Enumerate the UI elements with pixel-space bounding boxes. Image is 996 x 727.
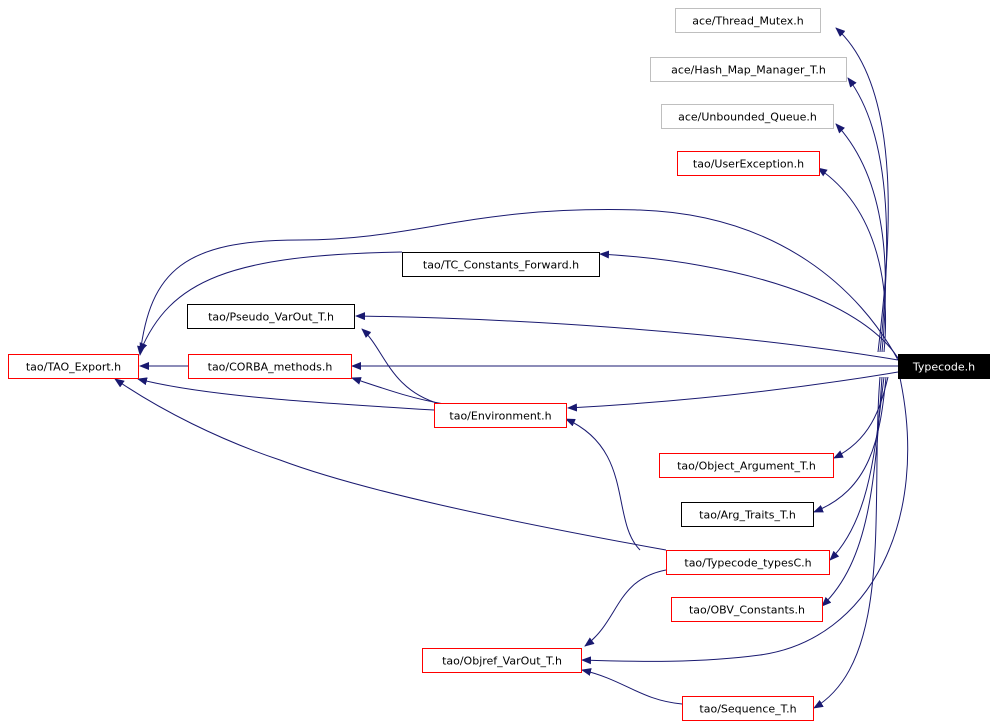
- edge-typecode-obv-constants: [821, 376, 883, 607]
- edge-sequence-t-objref-varout: [581, 668, 683, 705]
- edge-tc-constants-tao-export: [139, 251, 403, 353]
- edge-typecode-hash-map: [847, 77, 888, 353]
- node-label: ace/Unbounded_Queue.h: [678, 111, 817, 124]
- node-object-argument[interactable]: tao/Object_Argument_T.h: [659, 453, 834, 478]
- node-objref-varout[interactable]: tao/Objref_VarOut_T.h: [422, 648, 582, 673]
- node-sequence-t[interactable]: tao/Sequence_T.h: [682, 696, 814, 721]
- node-box: [681, 502, 814, 527]
- edge-typecode-pseudo-varout: [355, 312, 899, 361]
- edge-typecode-user-exception: [817, 167, 886, 353]
- node-label: ace/Thread_Mutex.h: [692, 15, 804, 28]
- edge-typecode-environment: [567, 371, 899, 412]
- node-label: tao/TAO_Export.h: [26, 361, 121, 374]
- edge-typecode-typecode-typesc: [829, 376, 885, 561]
- node-box: [666, 550, 830, 575]
- node-label: ace/Hash_Map_Manager_T.h: [671, 64, 826, 77]
- edge-typecode-objref-varout: [581, 377, 909, 665]
- node-box: [650, 57, 847, 82]
- node-label: tao/OBV_Constants.h: [689, 604, 805, 617]
- node-label: tao/CORBA_methods.h: [208, 361, 333, 374]
- node-box: [898, 354, 990, 379]
- edge-typecode-typesc-tao-export: [114, 378, 667, 551]
- node-label: tao/UserException.h: [693, 158, 804, 171]
- edge-typecode-typesc-environment: [565, 418, 641, 551]
- node-box: [671, 597, 823, 622]
- edge-typecode-unbounded-queue: [835, 123, 886, 353]
- node-label: tao/Object_Argument_T.h: [677, 460, 816, 473]
- node-box: [434, 403, 567, 428]
- node-label: tao/Sequence_T.h: [699, 703, 796, 716]
- node-thread-mutex: ace/Thread_Mutex.h: [675, 8, 821, 33]
- node-typecode-typesc[interactable]: tao/Typecode_typesC.h: [666, 550, 830, 575]
- edge-typecode-tc-constants: [599, 250, 899, 359]
- node-box: [659, 453, 834, 478]
- node-tc-constants[interactable]: tao/TC_Constants_Forward.h: [402, 252, 600, 277]
- edge-typecode-object-argument: [833, 376, 889, 459]
- node-label: tao/Environment.h: [449, 410, 551, 423]
- node-hash-map: ace/Hash_Map_Manager_T.h: [650, 57, 847, 82]
- node-box: [422, 648, 582, 673]
- edge-environment-corba-methods: [351, 377, 445, 405]
- edge-typecode-thread-mutex: [835, 27, 889, 353]
- node-label: tao/TC_Constants_Forward.h: [423, 259, 579, 272]
- edge-typecode-typesc-objref-varout: [584, 569, 667, 647]
- edges-layer: [114, 27, 909, 709]
- node-pseudo-varout[interactable]: tao/Pseudo_VarOut_T.h: [187, 304, 355, 329]
- node-box: [677, 151, 820, 176]
- node-environment[interactable]: tao/Environment.h: [434, 403, 567, 428]
- edge-typecode-sequence-t: [813, 376, 881, 709]
- node-label: tao/Arg_Traits_T.h: [699, 509, 796, 522]
- node-tao-export[interactable]: tao/TAO_Export.h: [8, 354, 139, 379]
- node-box: [682, 696, 814, 721]
- node-box: [188, 354, 352, 379]
- node-label: Typecode.h: [912, 361, 975, 374]
- node-box: [675, 8, 821, 33]
- nodes-layer: Typecode.h ace/Thread_Mutex.h ace/Hash_Map…: [8, 8, 990, 721]
- node-typecode[interactable]: Typecode.h: [898, 354, 990, 379]
- node-box: [661, 104, 834, 129]
- node-corba-methods[interactable]: tao/CORBA_methods.h: [188, 354, 352, 379]
- node-label: tao/Pseudo_VarOut_T.h: [208, 311, 334, 324]
- edge-environment-tao-export: [137, 377, 435, 411]
- node-label: tao/Objref_VarOut_T.h: [442, 655, 562, 668]
- node-user-exception[interactable]: tao/UserException.h: [677, 151, 820, 176]
- node-label: tao/Typecode_typesC.h: [684, 557, 811, 570]
- node-box: [8, 354, 139, 379]
- edge-typecode-tao-export: [137, 209, 899, 361]
- edge-typecode-arg-traits: [813, 376, 887, 513]
- edge-environment-pseudo-varout: [361, 328, 441, 405]
- node-arg-traits[interactable]: tao/Arg_Traits_T.h: [681, 502, 814, 527]
- node-box: [187, 304, 355, 329]
- node-obv-constants[interactable]: tao/OBV_Constants.h: [671, 597, 823, 622]
- node-box: [402, 252, 600, 277]
- node-unbounded-queue: ace/Unbounded_Queue.h: [661, 104, 834, 129]
